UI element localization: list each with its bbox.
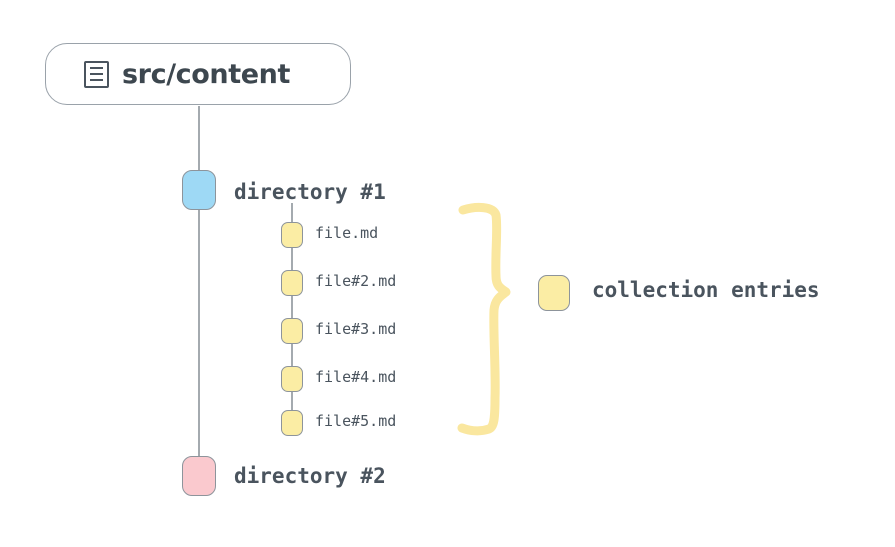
label-file-4: file#4.md [315, 368, 397, 386]
label-directory-2: directory #2 [234, 464, 386, 488]
label-file-5: file#5.md [315, 412, 397, 430]
node-directory-2[interactable] [182, 456, 216, 496]
label-file-3: file#3.md [315, 320, 397, 338]
legend-swatch-collection-entries [538, 275, 570, 311]
collection-brace [457, 202, 511, 436]
legend-label-collection-entries: collection entries [592, 278, 820, 302]
node-directory-1[interactable] [182, 170, 216, 210]
label-file-1: file.md [315, 224, 379, 242]
node-file-2[interactable] [281, 270, 303, 296]
root-node-label: src/content [122, 58, 290, 90]
node-file-3[interactable] [281, 318, 303, 344]
node-file-1[interactable] [281, 222, 303, 248]
document-list-icon [84, 60, 109, 88]
node-file-4[interactable] [281, 366, 303, 392]
root-node-src-content[interactable]: src/content [45, 43, 351, 105]
label-directory-1: directory #1 [234, 180, 386, 204]
label-file-2: file#2.md [315, 272, 397, 290]
node-file-5[interactable] [281, 410, 303, 436]
